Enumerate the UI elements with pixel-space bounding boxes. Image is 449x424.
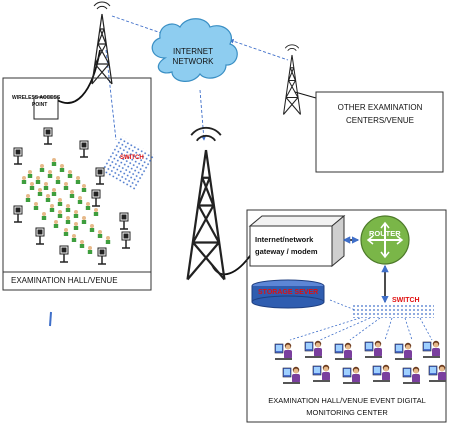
tower-center-icon — [186, 126, 226, 281]
left-switch-label: SWITCH — [120, 155, 144, 161]
wireless-ap-line1: WIRELESS ACCESS — [12, 95, 61, 101]
internet-cloud-label: INTERNET NETWORK — [171, 47, 215, 67]
stray-mark — [49, 311, 52, 327]
other-centers-box — [315, 91, 444, 173]
storage-server-icon — [251, 279, 325, 309]
ap-cable — [56, 49, 101, 104]
switch-fanout-links — [289, 299, 433, 341]
internet-label-line2: NETWORK — [172, 57, 214, 66]
gateway-line2: gateway / modem — [255, 247, 318, 256]
gateway-modem-icon — [248, 214, 346, 268]
router-icon — [360, 215, 410, 265]
monitoring-line2: MONITORING CENTER — [306, 408, 388, 417]
monitoring-operators — [274, 340, 447, 385]
tower-right-icon — [282, 44, 302, 116]
other-center-link — [294, 91, 317, 99]
wireless-ap-line2: POINT — [32, 102, 48, 108]
storage-server-label: STORAGE SEVER — [258, 289, 319, 296]
gateway-label: Internet/network gateway / modem — [255, 234, 318, 258]
right-switch-label: SWITCH — [392, 297, 420, 304]
left-switch-icon — [100, 135, 156, 191]
exam-hall-left-caption: EXAMINATION HALL/VENUE — [11, 276, 118, 285]
monitoring-center-box — [246, 209, 447, 423]
router-label: ROUTER — [369, 229, 401, 238]
wireless-ap-label: WIRELESS ACCESS POINT — [12, 95, 60, 109]
monitoring-center-label: EXAMINATION HALL/VENUE EVENT DIGITAL MON… — [248, 395, 446, 419]
monitoring-line1: EXAMINATION HALL/VENUE EVENT DIGITAL — [268, 396, 426, 405]
other-centers-line2: CENTERS/VENUE — [345, 116, 414, 125]
wireless-access-point-box — [33, 96, 59, 120]
internet-cloud-icon — [151, 18, 238, 82]
internet-label-line1: INTERNET — [173, 47, 213, 56]
exam-hall-left-box — [2, 77, 152, 291]
gateway-line1: Internet/network — [255, 235, 314, 244]
other-centers-label: OTHER EXAMINATION CENTERS/VENUE — [318, 101, 442, 127]
other-centers-line1: OTHER EXAMINATION — [337, 103, 423, 112]
right-switch-icon — [352, 304, 434, 318]
